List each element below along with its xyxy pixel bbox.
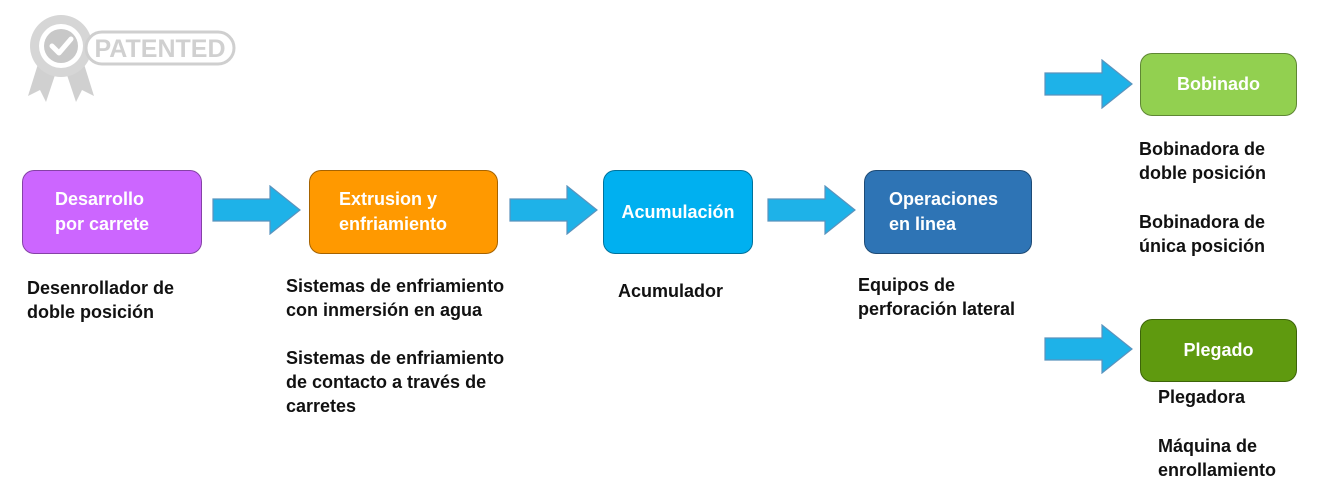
plegado-desc-2: Máquina de enrollamiento	[1158, 436, 1277, 480]
stage-extrusion-box: Extrusion y enfriamiento	[309, 170, 498, 254]
desarrollo-desc-1: Desenrollador de doble posición	[27, 278, 175, 322]
stage-extrusion-label: Extrusion y enfriamiento	[339, 189, 448, 234]
stage-desarrollo-label: Desarrollo por carrete	[55, 189, 150, 234]
plegado-desc-1: Plegadora	[1158, 387, 1246, 407]
stage-operaciones-box: Operaciones en linea	[864, 170, 1032, 254]
extrusion-desc-1: Sistemas de enfriamiento con inmersión e…	[286, 276, 505, 320]
stage-acumulacion-box: Acumulación	[603, 170, 753, 254]
bobinado-desc-1: Bobinadora de doble posición	[1139, 139, 1267, 183]
stage-desarrollo-box: Desarrollo por carrete	[22, 170, 202, 254]
stage-acumulacion-label: Acumulación	[621, 201, 735, 222]
stage-bobinado-label: Bobinado	[1177, 74, 1260, 94]
flow-arrow-plegado	[1044, 324, 1133, 374]
bobinado-desc-2: Bobinadora de única posición	[1139, 212, 1266, 256]
flow-arrow-3	[767, 185, 856, 235]
stage-plegado-label: Plegado	[1183, 340, 1254, 360]
stage-operaciones-label: Operaciones en linea	[889, 189, 999, 234]
patented-label: PATENTED	[94, 35, 225, 63]
flow-arrow-2	[509, 185, 598, 235]
stage-plegado-box: Plegado	[1140, 319, 1297, 382]
patented-badge: PATENTED	[28, 15, 236, 102]
flow-arrow-1	[212, 185, 301, 235]
check-seal-icon	[28, 15, 94, 102]
operaciones-desc-1: Equipos de perforación lateral	[858, 275, 1016, 319]
acumulacion-desc-1: Acumulador	[618, 281, 724, 301]
stage-bobinado-box: Bobinado	[1140, 53, 1297, 116]
extrusion-desc-2: Sistemas de enfriamiento de contacto a t…	[286, 348, 505, 416]
flow-arrow-bobinado	[1044, 59, 1133, 109]
